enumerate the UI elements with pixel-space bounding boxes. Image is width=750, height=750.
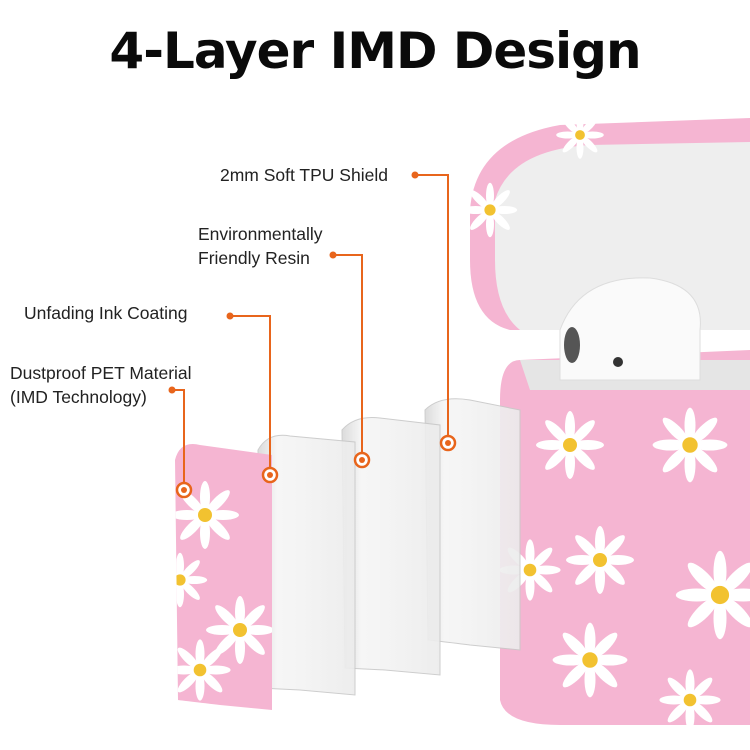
- label-line: Unfading Ink Coating: [24, 303, 188, 323]
- layer-pet-material: [175, 444, 272, 710]
- layer-markers: [175, 434, 457, 499]
- page-title: 4-Layer IMD Design: [109, 22, 641, 80]
- label-pet-material: Dustproof PET Material (IMD Technology): [10, 361, 192, 409]
- airpods-case: [462, 111, 750, 731]
- label-line: Friendly Resin: [198, 248, 310, 268]
- leader-lines: [172, 174, 449, 490]
- label-resin: Environmentally Friendly Resin: [198, 222, 323, 270]
- label-line: (IMD Technology): [10, 387, 147, 407]
- label-line: 2mm Soft TPU Shield: [220, 165, 388, 185]
- label-line: Environmentally: [198, 224, 323, 244]
- label-line: Dustproof PET Material: [10, 363, 192, 383]
- leader-dots: [168, 171, 419, 394]
- label-ink-coating: Unfading Ink Coating: [24, 301, 187, 325]
- label-tpu-shield: 2mm Soft TPU Shield: [220, 163, 388, 187]
- airpod: [559, 277, 701, 381]
